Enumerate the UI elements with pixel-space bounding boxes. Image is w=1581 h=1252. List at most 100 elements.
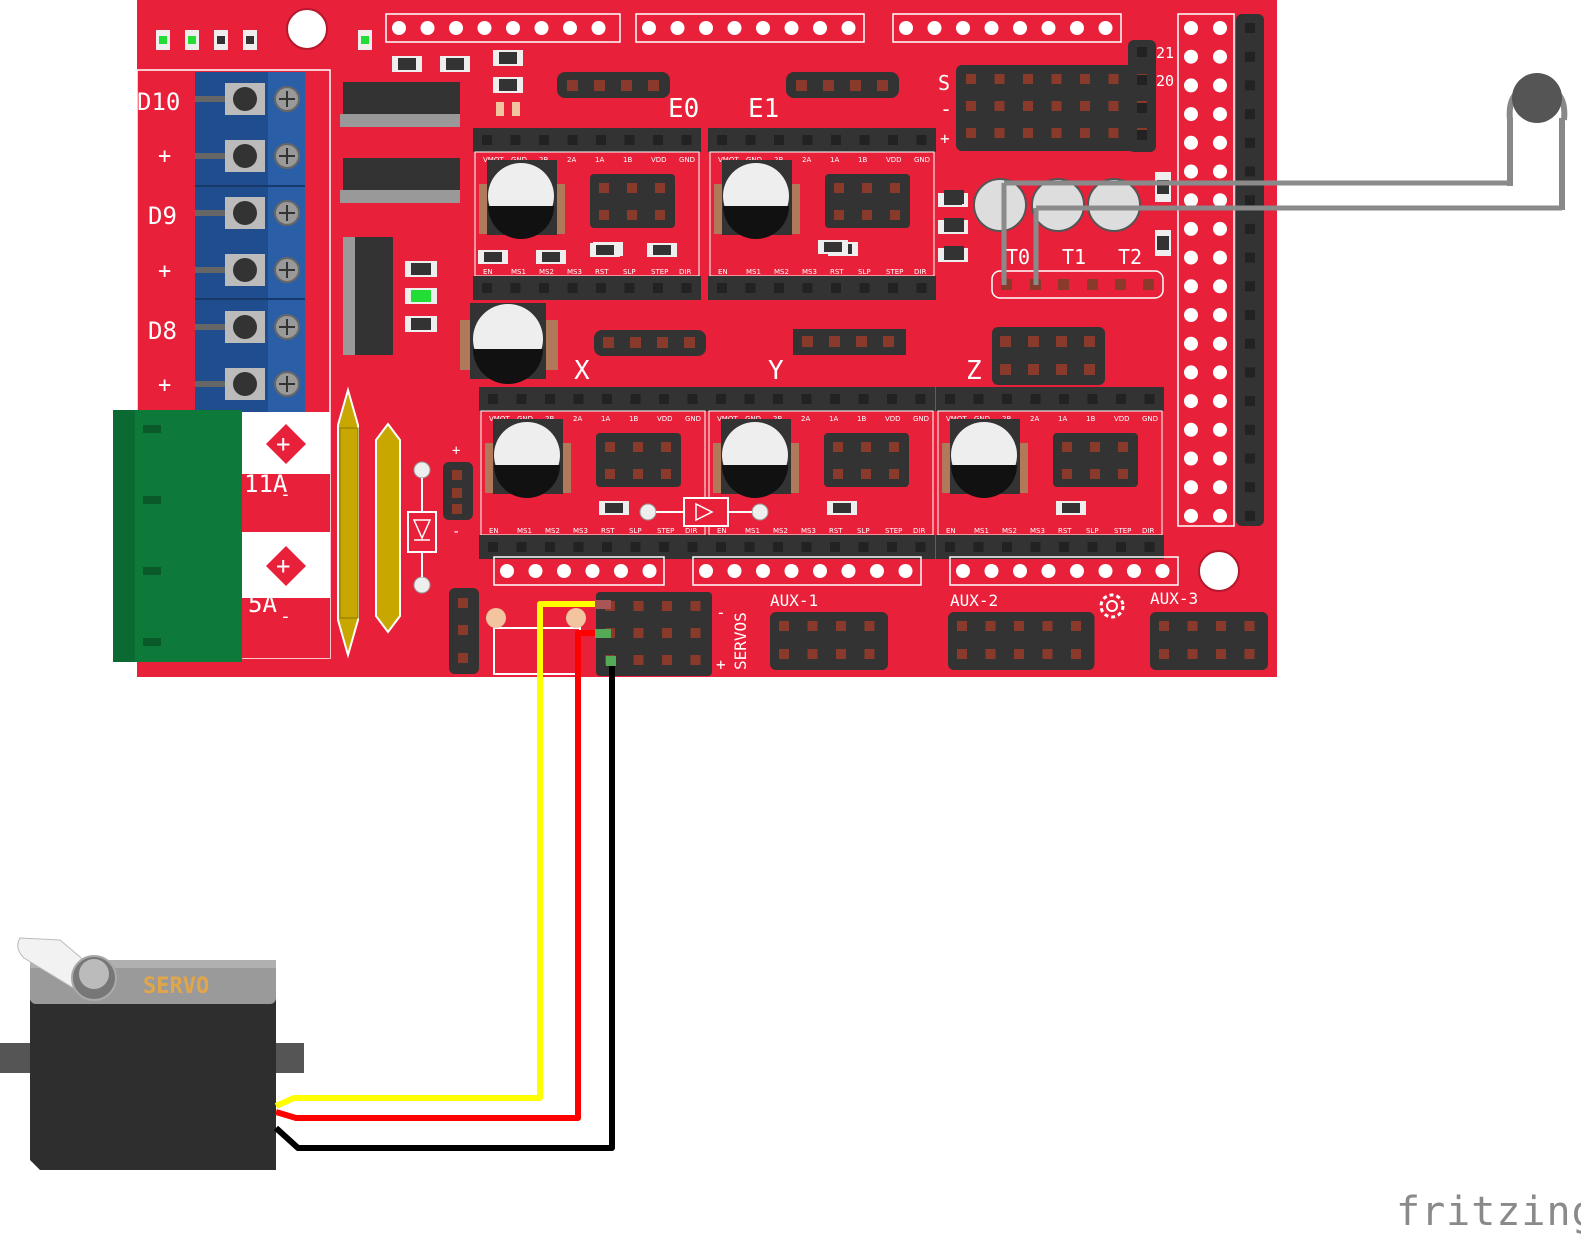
diode-part: [413, 461, 431, 479]
screw-terminal-block-part-part: [195, 96, 225, 102]
label-d10: D10: [137, 88, 180, 116]
driver-pin-label: SLP: [857, 527, 870, 535]
stepper-driver-sockets-part: [744, 394, 755, 404]
extruder-pin-headers-part-part: [594, 80, 605, 91]
stepper-driver-sockets-part: [774, 283, 784, 293]
diode-part: [412, 519, 432, 540]
right-headers-part-part: [1245, 137, 1255, 148]
stepper-driver-sockets-part: [831, 283, 841, 293]
driver-pin-label: 1B: [1086, 415, 1095, 423]
label-y: Y: [768, 356, 784, 386]
z-double-header-part: [1028, 364, 1039, 375]
bottom-pin-rows-part: [1013, 564, 1027, 578]
stepper-driver-sockets-part: [716, 542, 726, 552]
bottom-pin-rows-part: [1127, 564, 1141, 578]
mounting-hole: [286, 8, 328, 50]
label-d8: D8: [148, 317, 177, 345]
stepper-driver-sockets-part: [624, 135, 635, 145]
screw-terminal-block-part-part: [195, 267, 225, 273]
stepper-driver-sockets-part: [473, 128, 701, 152]
aux-headers-part: [957, 649, 967, 659]
stepper-driver-sockets-part: [830, 542, 840, 552]
top-headers-part: [1041, 21, 1056, 35]
bottom-pin-rows-part: [841, 564, 856, 578]
stepper-driver-sockets-part: [858, 542, 869, 552]
driver-pin-label: 2A: [801, 415, 810, 423]
stepper-driver-sockets-part: [834, 210, 844, 220]
driver-pin-label: STEP: [651, 268, 668, 276]
driver-pin-label: EN: [489, 527, 499, 535]
driver-pin-label: 2A: [802, 156, 811, 164]
right-headers-part-part: [1184, 508, 1198, 523]
label-pin-20: 20: [1156, 72, 1174, 90]
status-leds-part: [361, 36, 369, 44]
driver-pin-label: MS3: [1030, 527, 1045, 535]
oshw-gear-icon: [1099, 593, 1125, 619]
stepper-driver-sockets-part: [707, 387, 935, 411]
driver-pin-label: 2A: [1030, 415, 1039, 423]
screw-terminal-block: [195, 72, 305, 412]
right-headers-part-part: [1213, 336, 1227, 351]
right-headers-part-part: [1213, 193, 1227, 208]
thermistor-caps: [944, 172, 1171, 260]
top-headers-part: [813, 21, 827, 35]
aux-headers-part: [985, 621, 996, 631]
top-headers-part: [670, 21, 685, 35]
right-headers-part-part: [1245, 510, 1255, 521]
endstop-header-part: [1080, 128, 1090, 138]
top-headers-part: [699, 21, 713, 35]
bottom-pin-rows-part: [1041, 564, 1056, 578]
diode-part: -: [452, 524, 460, 540]
smd-components-part: [499, 52, 517, 64]
extruder-pin-headers-part: [557, 72, 670, 98]
driver-pin-label: STEP: [885, 527, 902, 535]
mosfets: [340, 82, 460, 355]
right-headers-part-part: [1245, 367, 1255, 378]
driver-pin-label: 1A: [601, 415, 610, 423]
thermistor-connectors-part-part: [1058, 279, 1069, 290]
right-headers-part-part: [1213, 135, 1227, 150]
driver-pin-label: 1B: [858, 156, 867, 164]
z-double-header-part: [1084, 336, 1095, 347]
endstop-header-part: [1080, 101, 1090, 111]
bottom-pin-rows-part: [898, 564, 913, 578]
top-headers: [385, 13, 1122, 43]
driver-pin-label: 1A: [830, 156, 839, 164]
aux-headers-part: [807, 621, 818, 631]
endstop-header-part: [1108, 74, 1119, 84]
driver-pin-label: VDD: [886, 156, 902, 164]
power-polarity-panels-part: [242, 474, 330, 532]
right-headers-part-part: [1213, 221, 1227, 236]
stepper-driver-sockets-part: [494, 465, 560, 498]
bottom-left-header-part: [458, 625, 468, 635]
endstop-header-part: [1108, 128, 1119, 138]
stepper-driver-sockets-part: [936, 387, 1164, 411]
aux-headers-part: [770, 612, 888, 670]
right-headers-part-part: [1184, 107, 1198, 122]
stepper-driver-sockets-part: [859, 135, 870, 145]
top-headers-part: [956, 21, 970, 35]
endstop-header-part: [1080, 74, 1090, 84]
stepper-driver-sockets-part: [858, 394, 869, 404]
status-leds-part: [188, 36, 196, 44]
screw-terminal-block-part-part: [233, 372, 257, 396]
servo-header-part: [633, 601, 644, 611]
smd-components-part: [446, 58, 464, 70]
screw-terminal-block-part-part: [233, 144, 257, 168]
stepper-driver-sockets-part: [888, 135, 898, 145]
label-aux-3: AUX-3: [1150, 589, 1198, 608]
diode-part: [452, 504, 462, 514]
stepper-driver-sockets-part: [862, 210, 872, 220]
aux-headers-part: [1216, 649, 1226, 659]
servo-motor-part: [30, 960, 276, 968]
right-headers-part-part: [1245, 338, 1255, 349]
right-headers-part-part: [1245, 453, 1255, 464]
thermistor-caps-part: [944, 190, 964, 204]
right-headers: [1177, 13, 1264, 527]
driver-pin-label: 2A: [573, 415, 582, 423]
power-connector: [113, 410, 242, 662]
axis-headers-part-part: [657, 337, 668, 348]
extruder-pin-headers-part-part: [648, 80, 659, 91]
power-connector-part: [143, 567, 161, 575]
bottom-pin-rows-part: [949, 556, 1179, 586]
